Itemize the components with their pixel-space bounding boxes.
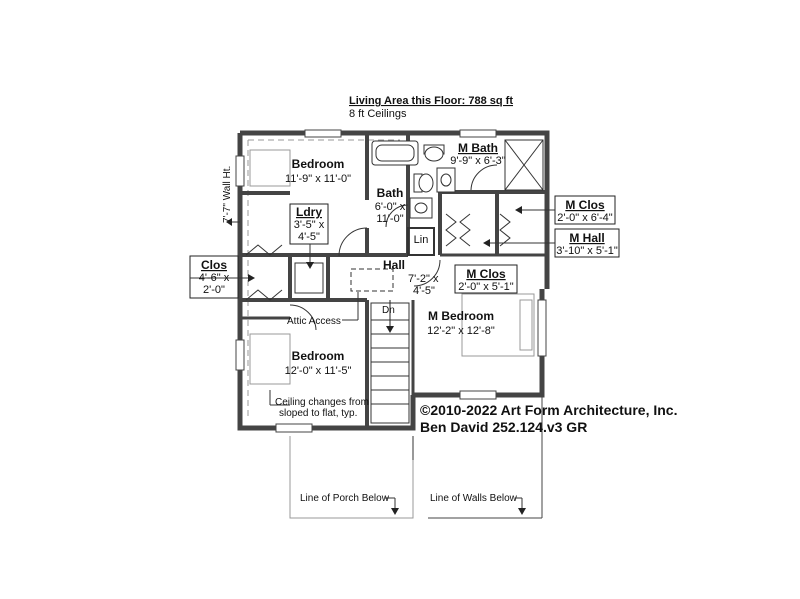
mbedroom-name: M Bedroom [428,309,494,323]
bath-dims-1: 6'-0" x [375,201,406,213]
living-area-title: Living Area this Floor: 788 sq ft [349,95,513,107]
bedroom1-dims: 11'-9" x 11'-0" [285,173,351,185]
ldry-dims-1: 3'-5" x [294,219,325,231]
ceilings-note: 8 ft Ceilings [349,108,407,120]
ceiling-note-1: Ceiling changes from [275,397,369,408]
attic-access-note: Attic Access [287,316,341,327]
mhall-name: M Hall [569,231,604,245]
door-swings [289,164,498,331]
bedroom2-dims: 12'-0" x 11'-5" [285,365,352,377]
mbath-dims: 9'-9" x 6'-3" [450,155,506,167]
porch-below-note: Line of Porch Below [300,493,390,504]
mhall-label-box [554,228,620,258]
bedroom1-name: Bedroom [292,157,345,171]
copyright-line-2: Ben David 252.124.v3 GR [420,419,587,435]
mclos1-dims: 2'-0" x 6'-4" [557,212,613,224]
bedroom2-name: Bedroom [292,349,345,363]
clos-name: Clos [201,258,227,272]
bath-dims-2: 11'-0" [376,213,403,225]
mclos2-name: M Clos [466,267,506,281]
mclos2-dims: 2'-0" x 5'-1" [458,281,514,293]
hall-name: Hall [383,258,405,272]
lines-below [289,395,543,519]
ldry-name: Ldry [296,205,322,219]
label-arrows [190,206,555,406]
mhall-dims: 3'-10" x 5'-1" [556,245,618,257]
interior-walls [240,133,547,428]
hall-dims-2: 4'-5" [413,285,435,297]
hall-dims-1: 7'-2" x [408,273,439,285]
mbedroom-dims: 12'-2" x 12'-8" [427,325,495,337]
copyright-line-1: ©2010-2022 Art Form Architecture, Inc. [420,402,677,418]
clos-label-box [189,255,239,299]
stairs-down-label: Dn [382,305,395,316]
ldry-label-box [289,203,329,245]
walls-below-note: Line of Walls Below [430,493,518,504]
ceiling-note-2: sloped to flat, typ. [279,408,357,419]
wall-height-note: 7'-7" Wall Ht. [222,166,233,223]
bath-name: Bath [377,186,404,200]
stairs [370,300,410,424]
mclos1-name: M Clos [565,198,605,212]
lin-name: Lin [414,234,429,246]
mclos2-label-box [454,264,518,294]
ldry-dims-2: 4'-5" [298,231,320,243]
bifold-doors [245,213,511,301]
fixtures [249,139,544,385]
clos-dims-2: 2'-0" [203,284,225,296]
clos-dims-1: 4'-6" x [199,272,230,284]
mbath-name: M Bath [458,141,498,155]
